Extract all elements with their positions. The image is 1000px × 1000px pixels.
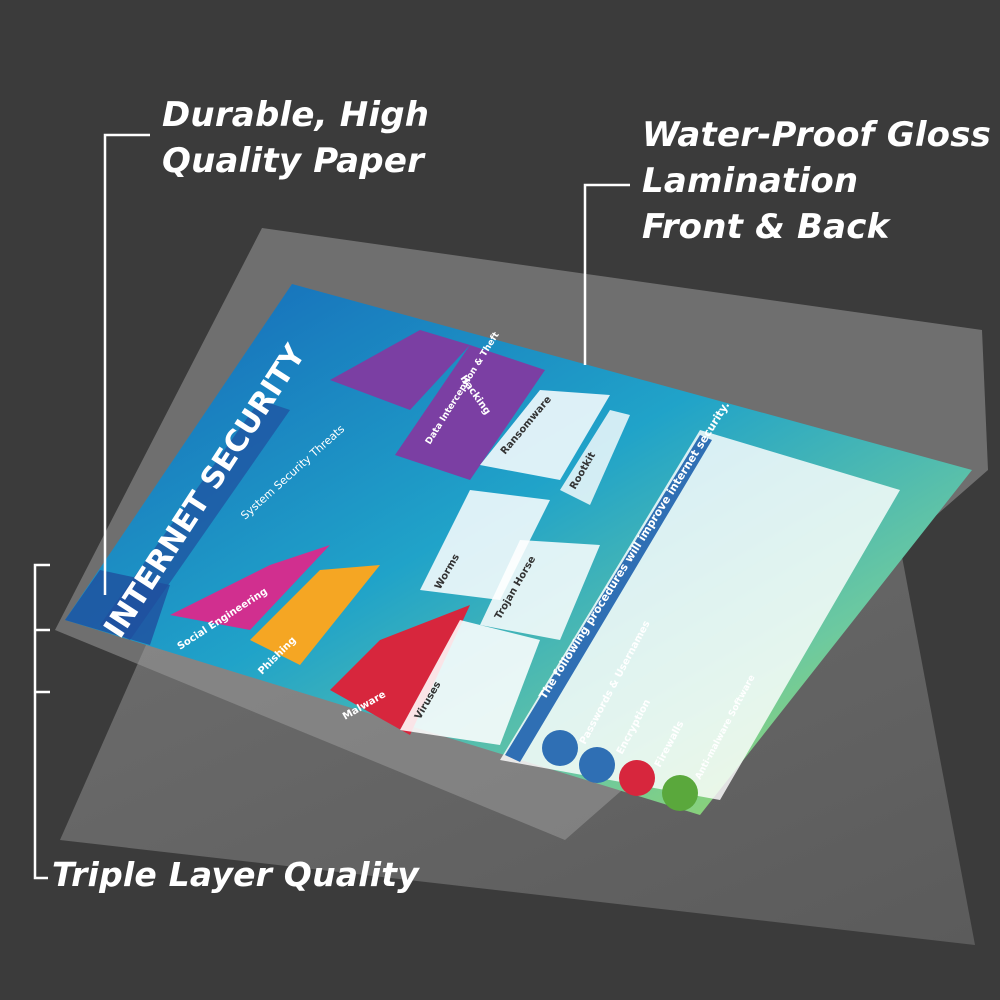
card-worms — [420, 490, 550, 600]
procedures-panel — [500, 430, 900, 800]
callout-lines — [33, 133, 630, 880]
caption-durable-line-2: Quality Paper — [162, 141, 425, 181]
card-rootkit — [560, 410, 630, 505]
card-viruses — [400, 620, 540, 745]
caption-gloss-line-3: Front & Back — [642, 207, 890, 247]
caption-triple-line: Triple Layer Quality — [52, 855, 419, 894]
caption-durable-line-1: Durable, High — [162, 95, 430, 135]
callout-line-durable — [103, 133, 150, 595]
callout-line-triple — [33, 563, 50, 880]
card-ransomware — [480, 390, 610, 480]
caption-triple-layer: Triple Layer Quality — [52, 852, 419, 898]
panel-social-engineering — [170, 545, 330, 630]
panel-data-theft — [395, 345, 545, 480]
panel-phishing — [250, 565, 380, 665]
caption-gloss-line-1: Water-Proof Gloss — [642, 115, 992, 155]
panel-hacking — [330, 330, 470, 410]
caption-durable-paper: Durable, High Quality Paper — [162, 92, 429, 184]
callout-line-gloss — [583, 183, 630, 365]
caption-gloss-lamination: Water-Proof Gloss Lamination Front & Bac… — [642, 112, 991, 250]
caption-gloss-line-2: Lamination — [642, 161, 859, 201]
poster-content — [100, 330, 900, 811]
card-trojan — [480, 540, 600, 640]
title-band — [100, 400, 290, 640]
panel-malware — [330, 605, 470, 735]
